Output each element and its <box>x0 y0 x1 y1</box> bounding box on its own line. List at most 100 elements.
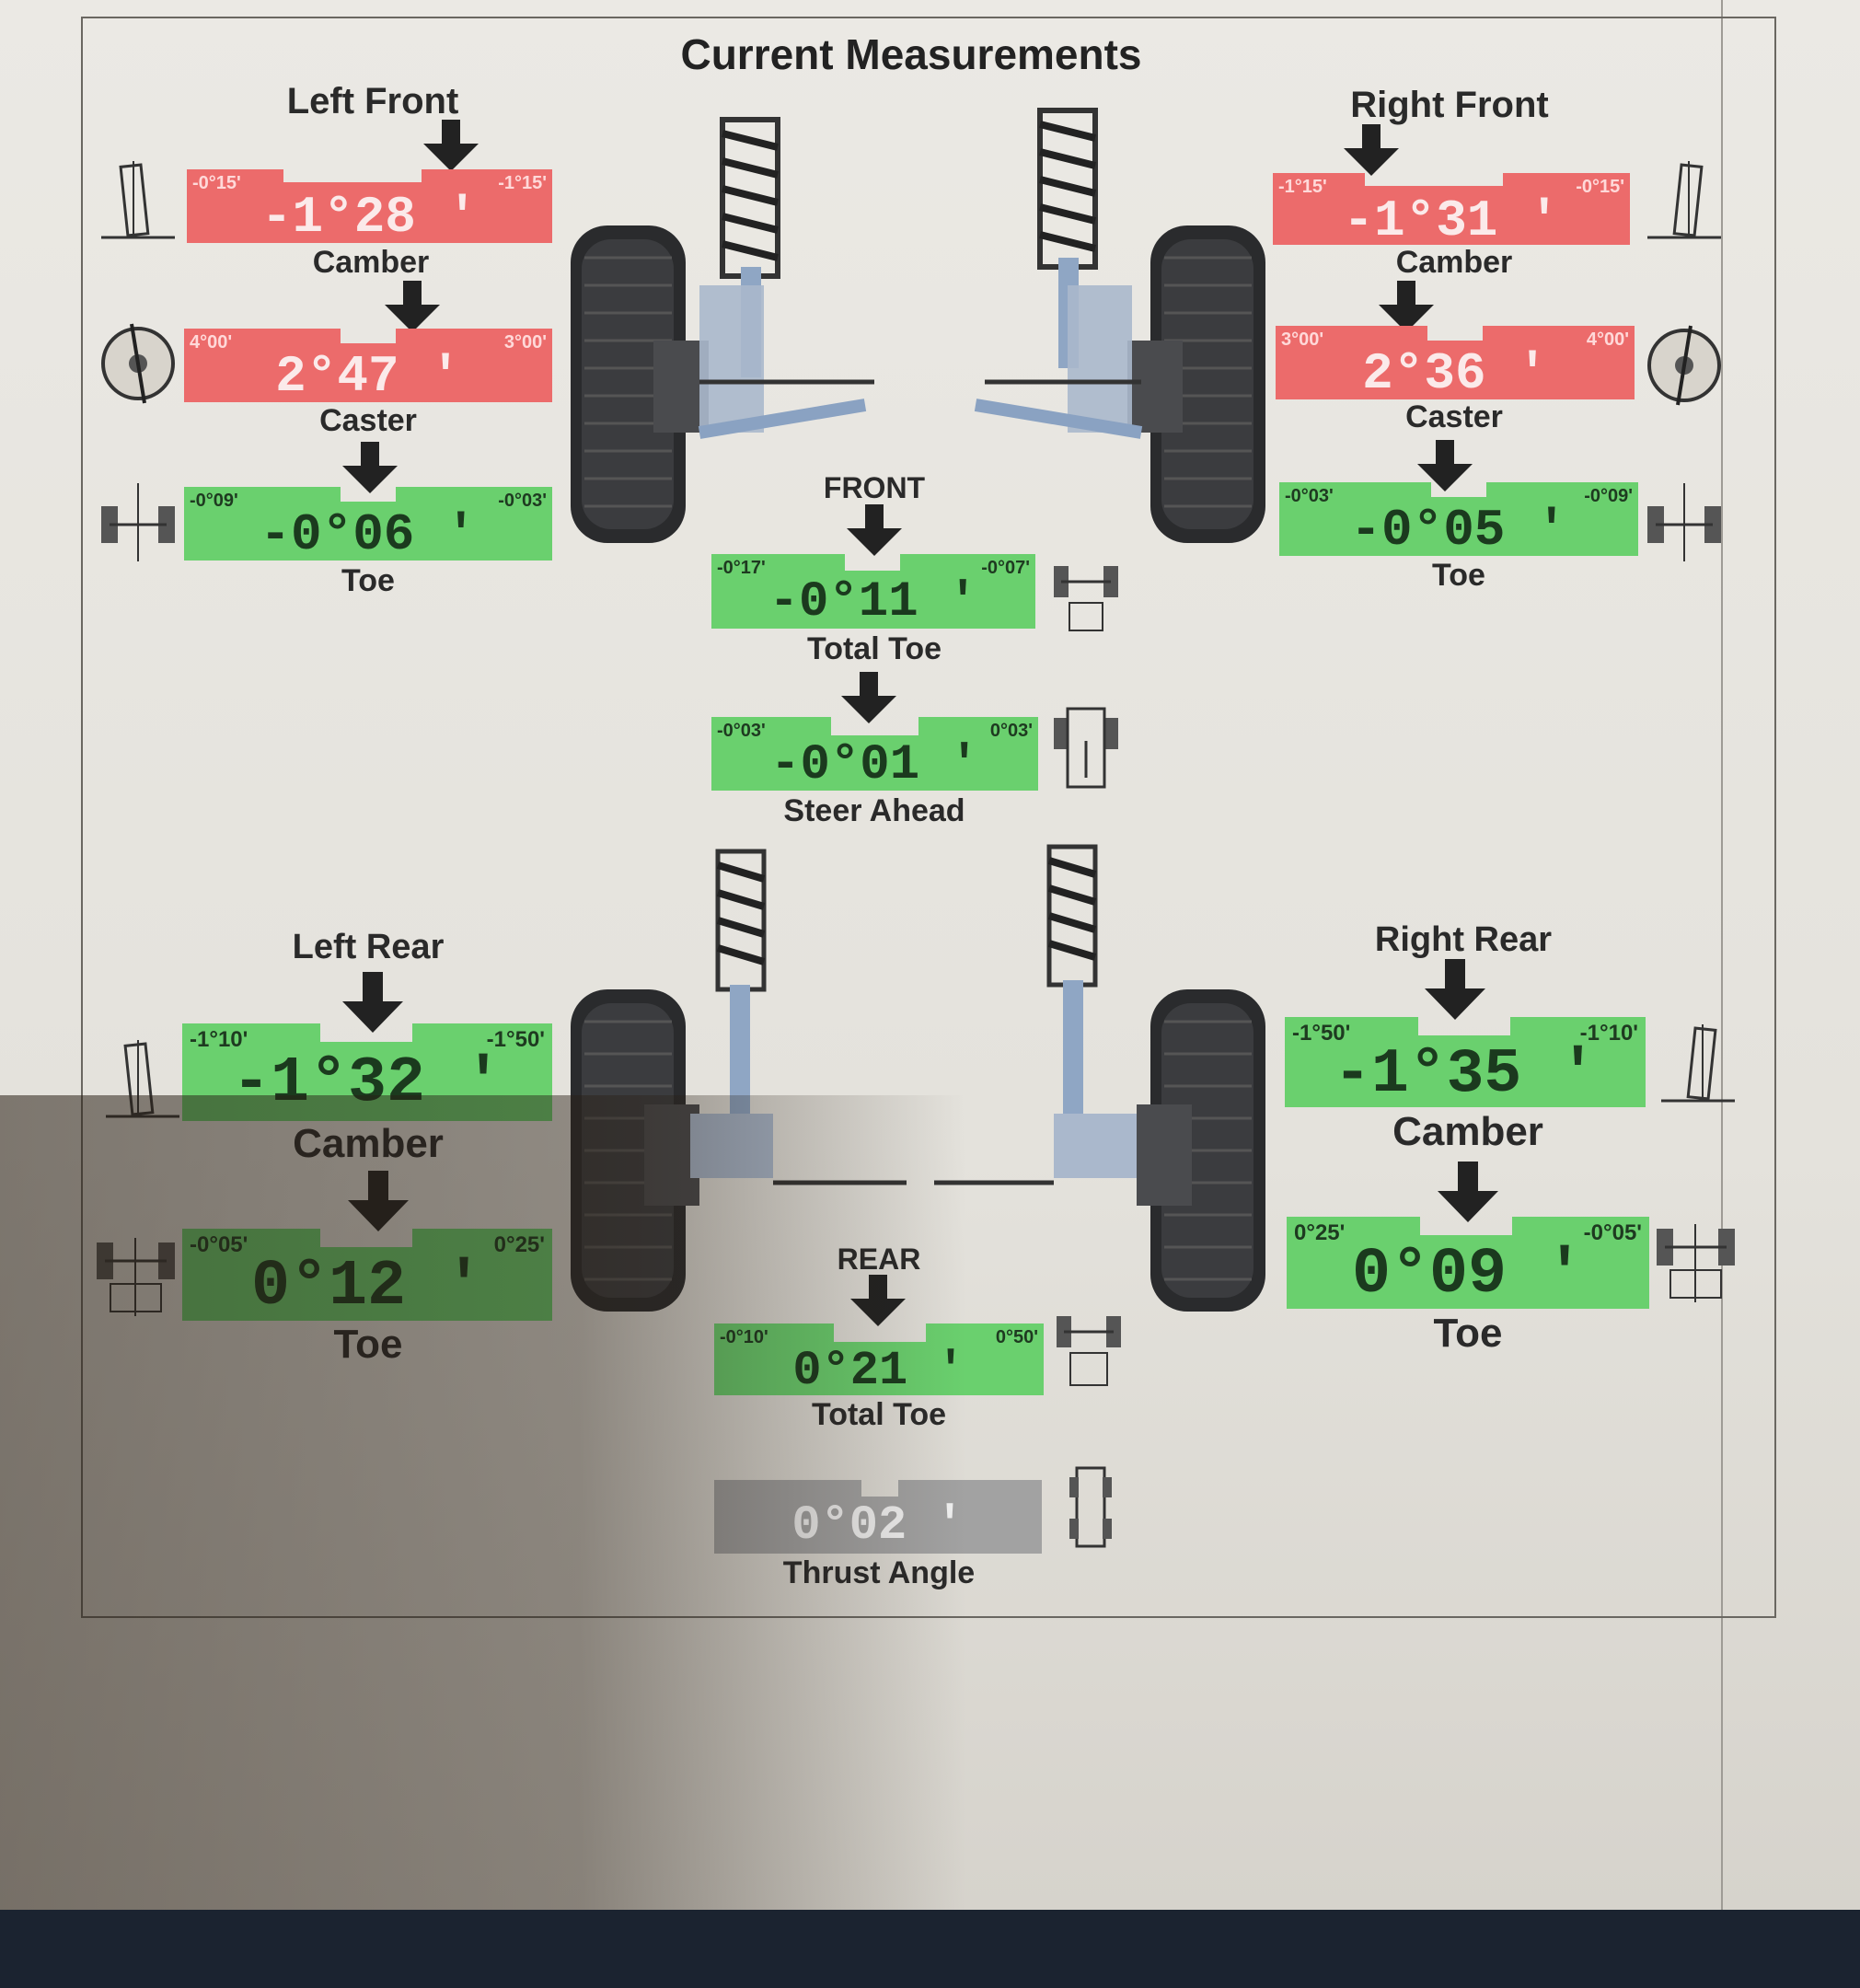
left-rear-title: Left Rear <box>292 928 445 966</box>
left-front-caster-value: 2°47 ' <box>275 347 461 406</box>
right-front-toe-value: -0°05 ' <box>1350 501 1567 560</box>
right-front-toe-min: -0°03' <box>1285 486 1334 506</box>
left-rear-camber-arrow <box>342 972 403 1033</box>
page-title: Current Measurements <box>680 30 1142 78</box>
sheet-edge <box>1721 0 1723 1910</box>
right-front-toe-arrow <box>1417 440 1473 491</box>
front-total-toe-meter: -0°17' -0°07' -0°11 ' <box>711 552 1035 630</box>
front-total-toe-max: -0°07' <box>981 558 1030 578</box>
left-front-camber-max: -1°15' <box>498 173 547 193</box>
steer-ahead-arrow <box>841 672 896 723</box>
table-surface <box>0 1910 1860 1988</box>
camber-icon <box>101 161 175 239</box>
right-front-caster-meter: 3°00' 4°00' 2°36 ' <box>1276 324 1635 403</box>
toe-icon <box>101 483 175 561</box>
left-front-title: Left Front <box>286 81 459 121</box>
camber-icon <box>1647 161 1721 239</box>
steer-ahead-label: Steer Ahead <box>783 793 965 828</box>
left-rear-toe-label: Toe <box>333 1322 403 1367</box>
thrust-angle-value: 0°02 ' <box>791 1498 965 1553</box>
right-rear-camber-arrow <box>1425 959 1485 1020</box>
right-front-caster-arrow <box>1379 281 1434 332</box>
right-front-camber-arrow <box>1344 124 1399 176</box>
right-rear-camber-label: Camber <box>1392 1109 1543 1154</box>
right-front-camber-label: Camber <box>1395 245 1513 280</box>
right-rear-toe-max: -0°05' <box>1583 1220 1642 1245</box>
left-front-caster-max: 3°00' <box>503 332 547 353</box>
left-rear-toe-meter: -0°05' 0°25' 0°12 ' <box>182 1227 552 1323</box>
left-rear-camber-meter: -1°10' -1°50' -1°32 ' <box>182 1022 552 1121</box>
right-front-toe-max: -0°09' <box>1584 486 1633 506</box>
steer-ahead-value: -0°01 ' <box>770 737 979 793</box>
front-suspension-illustration <box>571 108 1265 543</box>
total-toe-icon <box>1054 566 1118 631</box>
steer-ahead-max: 0°03' <box>989 721 1033 741</box>
right-front-camber-max: -0°15' <box>1576 177 1624 197</box>
right-front-camber-value: -1°31 ' <box>1343 191 1560 250</box>
left-rear-toe-arrow <box>348 1171 409 1231</box>
toe-icon <box>1647 483 1721 561</box>
thrust-angle-label: Thrust Angle <box>782 1555 976 1590</box>
left-rear-camber-label: Camber <box>293 1121 444 1166</box>
left-front-camber-arrow <box>423 120 479 171</box>
right-rear-toe-meter: 0°25' -0°05' 0°09 ' <box>1287 1215 1649 1312</box>
steer-ahead-min: -0°03' <box>717 721 766 741</box>
right-rear-toe-arrow <box>1438 1162 1498 1222</box>
camber-icon <box>106 1040 179 1118</box>
left-front-toe-value: -0°06 ' <box>260 505 477 564</box>
rear-total-toe-max: 0°50' <box>995 1327 1038 1347</box>
right-rear-camber-meter: -1°50' -1°10' -1°35 ' <box>1285 1015 1646 1110</box>
right-front-title: Right Front <box>1350 85 1549 125</box>
right-front-toe-label: Toe <box>1432 558 1485 593</box>
right-rear-camber-value: -1°35 ' <box>1334 1039 1597 1110</box>
left-front-toe-min: -0°09' <box>190 491 238 511</box>
left-front-caster-label: Caster <box>319 403 417 438</box>
right-rear-camber-max: -1°10' <box>1579 1021 1638 1046</box>
toe-icon <box>97 1238 175 1316</box>
front-section-label: FRONT <box>823 471 926 504</box>
rear-section-label: REAR <box>837 1242 921 1276</box>
toe-icon <box>1657 1224 1735 1302</box>
right-front-caster-min: 3°00' <box>1281 329 1324 350</box>
steer-ahead-meter: -0°03' 0°03' -0°01 ' <box>711 715 1038 793</box>
right-rear-toe-label: Toe <box>1433 1311 1503 1356</box>
right-rear-toe-value: 0°09 ' <box>1351 1239 1585 1312</box>
left-front-toe-max: -0°03' <box>498 491 547 511</box>
right-front-caster-label: Caster <box>1405 399 1503 434</box>
right-front-camber-meter: -1°15' -0°15' -1°31 ' <box>1273 171 1630 250</box>
left-front-caster-min: 4°00' <box>190 332 233 353</box>
front-total-toe-arrow <box>847 504 902 556</box>
right-rear-camber-min: -1°50' <box>1292 1021 1351 1046</box>
left-front-toe-meter: -0°09' -0°03' -0°06 ' <box>184 485 552 564</box>
right-front-caster-max: 4°00' <box>1586 329 1629 350</box>
right-front-caster-value: 2°36 ' <box>1362 344 1548 403</box>
rear-total-toe-meter: -0°10' 0°50' 0°21 ' <box>714 1322 1044 1398</box>
caster-icon <box>1647 325 1721 406</box>
left-front-camber-label: Camber <box>312 245 430 280</box>
steer-ahead-icon <box>1054 707 1118 789</box>
rear-total-toe-label: Total Toe <box>811 1397 947 1432</box>
rear-total-toe-arrow <box>850 1275 906 1326</box>
thrust-angle-meter: 0°02 ' <box>714 1478 1042 1554</box>
front-total-toe-label: Total Toe <box>806 631 942 666</box>
left-front-camber-min: -0°15' <box>192 173 241 193</box>
left-front-camber-meter: -0°15' -1°15' -1°28 ' <box>187 168 552 247</box>
thrust-angle-icon <box>1069 1466 1112 1548</box>
left-front-caster-arrow <box>385 281 440 332</box>
right-front-camber-min: -1°15' <box>1278 177 1327 197</box>
left-rear-camber-value: -1°32 ' <box>231 1047 503 1120</box>
camber-icon <box>1661 1024 1735 1103</box>
left-rear-toe-value: 0°12 ' <box>250 1251 484 1323</box>
rear-total-toe-value: 0°21 ' <box>792 1344 965 1398</box>
front-total-toe-value: -0°11 ' <box>768 574 978 630</box>
caster-icon <box>101 323 175 404</box>
left-front-toe-label: Toe <box>341 563 395 598</box>
total-toe-icon <box>1057 1316 1121 1386</box>
right-rear-toe-min: 0°25' <box>1294 1220 1346 1245</box>
left-front-toe-arrow <box>342 442 398 493</box>
front-total-toe-min: -0°17' <box>717 558 766 578</box>
right-rear-title: Right Rear <box>1374 920 1553 959</box>
right-front-toe-meter: -0°03' -0°09' -0°05 ' <box>1279 480 1638 560</box>
left-rear-camber-min: -1°10' <box>190 1027 248 1052</box>
left-front-camber-value: -1°28 ' <box>260 188 479 247</box>
